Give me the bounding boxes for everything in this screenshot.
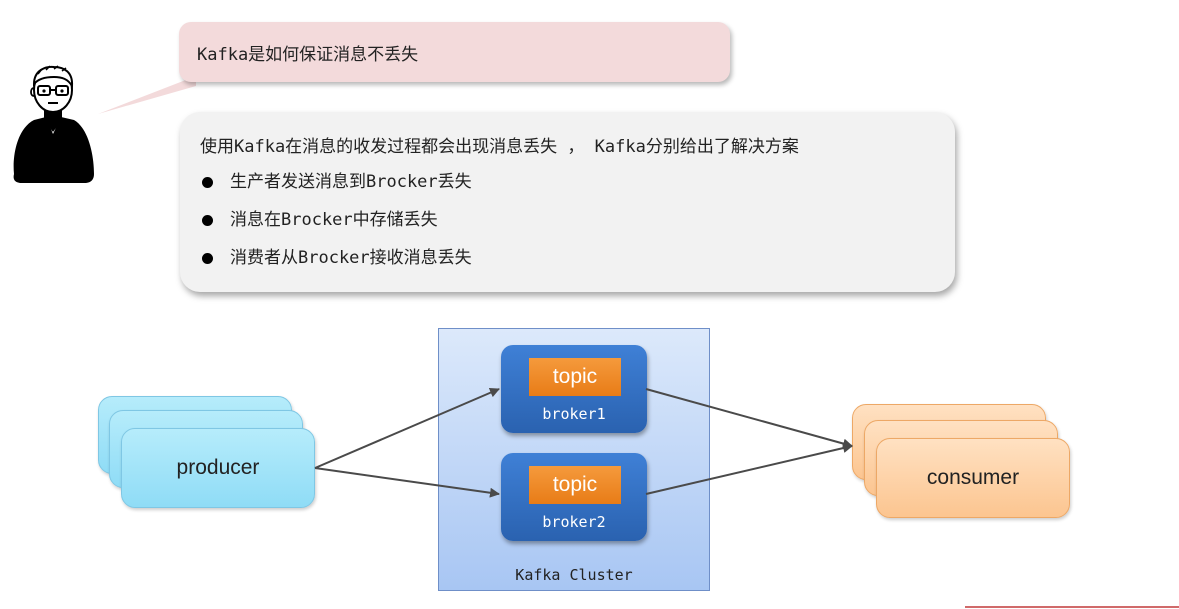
list-item-text: 生产者发送消息到Brocker丢失 [230,172,472,192]
list-item-text: 消费者从Brocker接收消息丢失 [230,248,472,268]
list-item: 消费者从Brocker接收消息丢失 [200,247,935,270]
consumer-label: consumer [926,466,1020,489]
broker-2: topic broker2 [501,453,647,541]
answer-bubble: 使用Kafka在消息的收发过程都会出现消息丢失 ， Kafka分别给出了解决方案… [180,112,955,292]
bullet-icon [202,253,213,264]
broker-1: topic broker1 [501,345,647,433]
topic-box: topic [529,358,621,396]
cluster-label: Kafka Cluster [515,566,633,584]
speech-bubble-tail [98,76,196,114]
consumer-card: consumer [876,438,1070,518]
producer-label: producer [176,456,260,479]
broker-label: broker2 [542,513,606,531]
broker-label: broker1 [542,405,606,423]
kafka-cluster: topic broker1 topic broker2 Kafka Cluste… [438,328,710,591]
bullet-icon [202,215,213,226]
list-item: 生产者发送消息到Brocker丢失 [200,171,935,194]
producer-card: producer [121,428,315,508]
question-text: Kafka是如何保证消息不丢失 [197,45,419,65]
question-bubble: Kafka是如何保证消息不丢失 [179,22,730,82]
footer-divider [965,606,1179,608]
list-item-text: 消息在Brocker中存储丢失 [230,210,438,230]
person-avatar-icon [13,65,95,183]
answer-intro: 使用Kafka在消息的收发过程都会出现消息丢失 ， Kafka分别给出了解决方案 [200,137,799,157]
answer-list: 生产者发送消息到Brocker丢失 消息在Brocker中存储丢失 消费者从Br… [200,171,935,270]
list-item: 消息在Brocker中存储丢失 [200,209,935,232]
bullet-icon [202,177,213,188]
topic-box: topic [529,466,621,504]
